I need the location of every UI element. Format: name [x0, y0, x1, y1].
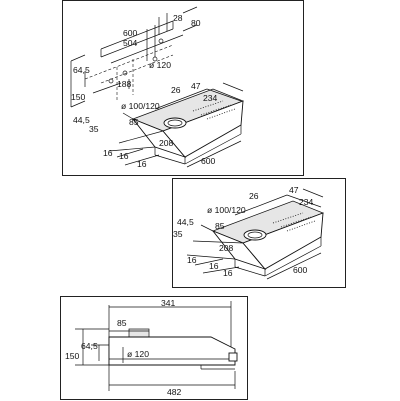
dim-26-label: 26: [171, 85, 181, 95]
middle-mounting-diagram-panel: 26 47 234 ø 100/120 44,5 85 35 208 16 16…: [172, 178, 346, 288]
hood-body-isometric: [131, 88, 244, 165]
dim-47-label: 47: [191, 81, 201, 91]
dim-44-5-label: 44,5: [73, 115, 90, 125]
dim-26-label: 26: [249, 191, 259, 201]
dim-120-diameter-label: ø 120: [149, 60, 171, 70]
dim-341-label: 341: [161, 298, 176, 308]
dim-80-label: 80: [191, 18, 201, 28]
side-view-diagram-panel: 341 85 150 64,5 ø 120 482: [60, 296, 248, 400]
middle-mounting-diagram: 26 47 234 ø 100/120 44,5 85 35 208 16 16…: [173, 185, 324, 280]
dim-150-label: 150: [65, 351, 80, 361]
dim-234-label: 234: [299, 197, 314, 207]
dim-600-b-label: 600: [201, 156, 216, 166]
dim-208-label: 208: [219, 243, 234, 253]
dim-85-label: 85: [117, 318, 127, 328]
dim-85-label: 85: [129, 117, 139, 127]
hood-dimension-lines: [108, 82, 244, 168]
dim-120-diameter-label: ø 120: [127, 349, 149, 359]
dim-35-label: 35: [173, 229, 183, 239]
dim-35-label: 35: [89, 124, 99, 134]
wall-plate-dimension-lines: [70, 6, 198, 108]
top-mounting-diagram: 600 504 28 80 64,5 ø 120 188 150 26 47 2…: [70, 6, 244, 169]
dim-64-5-label: 64,5: [73, 65, 90, 75]
side-view-diagram: 341 85 150 64,5 ø 120 482: [65, 298, 238, 397]
dim-47-label: 47: [289, 185, 299, 195]
dim-16-b-label: 16: [119, 151, 129, 161]
top-mounting-diagram-panel: 600 504 28 80 64,5 ø 120 188 150 26 47 2…: [62, 0, 304, 176]
dim-504-label: 504: [123, 38, 138, 48]
hood-side-profile: [108, 328, 238, 370]
dim-234-label: 234: [203, 93, 218, 103]
dim-16-b-label: 16: [209, 261, 219, 271]
dim-150-label: 150: [71, 92, 86, 102]
dim-28-label: 28: [173, 13, 183, 23]
dim-16-c-label: 16: [223, 268, 233, 278]
dim-100-120-diameter-label: ø 100/120: [121, 101, 160, 111]
dim-16-c-label: 16: [137, 159, 147, 169]
dim-85-label: 85: [215, 221, 225, 231]
dim-16-a-label: 16: [103, 148, 113, 158]
hood-dimension-lines: [186, 188, 324, 280]
dim-16-a-label: 16: [187, 255, 197, 265]
dim-100-120-diameter-label: ø 100/120: [207, 205, 246, 215]
dim-64-5-label: 64,5: [81, 341, 98, 351]
dim-482-label: 482: [167, 387, 182, 397]
dim-188-label: 188: [117, 79, 132, 89]
dim-600-label: 600: [293, 265, 308, 275]
hood-body-isometric: [211, 200, 324, 277]
dim-44-5-label: 44,5: [177, 217, 194, 227]
dim-600-label: 600: [123, 28, 138, 38]
dim-208-label: 208: [159, 138, 174, 148]
